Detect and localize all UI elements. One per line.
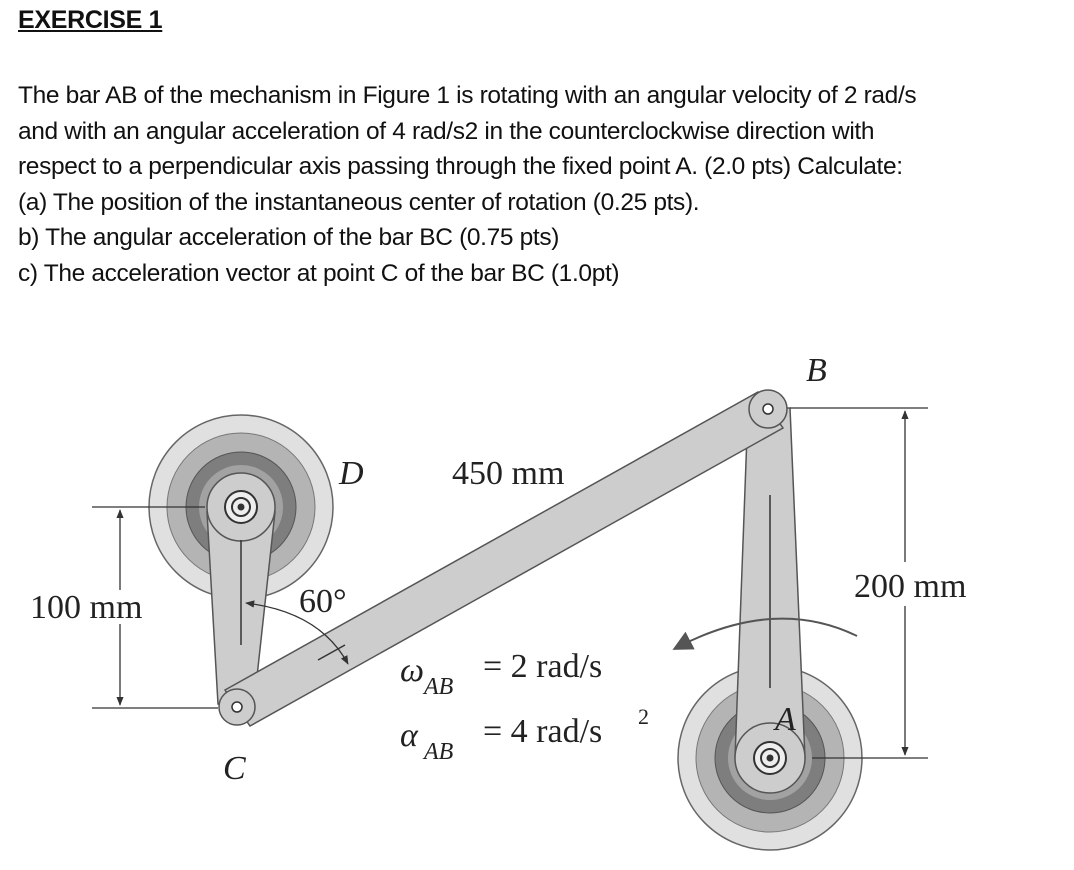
bar-bc	[218, 389, 788, 727]
dimension-left	[92, 506, 218, 709]
problem-line: c) The acceleration vector at point C of…	[18, 259, 620, 287]
omega-subscript: AB	[422, 674, 454, 700]
label-angle-60: 60°	[299, 583, 347, 620]
label-450mm: 450 mm	[452, 455, 564, 492]
pin-a	[753, 741, 787, 775]
problem-line: The bar AB of the mechanism in Figure 1 …	[18, 82, 917, 109]
omega-value: = 2 rad/s	[483, 648, 602, 685]
problem-line: b) The angular acceleration of the bar B…	[18, 224, 560, 251]
label-200mm: 200 mm	[854, 568, 966, 605]
exercise-heading: EXERCISE 1	[18, 6, 163, 34]
alpha-symbol: α	[400, 717, 419, 754]
label-b: B	[806, 352, 827, 389]
alpha-subscript: AB	[422, 739, 454, 765]
rotation-arrow-icon	[672, 617, 858, 650]
omega-symbol: ω	[400, 652, 424, 689]
label-a: A	[773, 701, 796, 738]
alpha-superscript: 2	[638, 704, 649, 729]
problem-line: (a) The position of the instantaneous ce…	[18, 188, 700, 216]
problem-line: respect to a perpendicular axis passing …	[18, 153, 903, 180]
label-d: D	[338, 455, 364, 492]
pin-c	[231, 701, 243, 713]
label-c: C	[223, 750, 246, 787]
problem-line: and with an angular acceleration of 4 ra…	[18, 117, 875, 145]
pin-d	[224, 490, 258, 524]
angle-arc	[245, 600, 349, 665]
dimension-right	[790, 407, 928, 759]
problem-statement: The bar AB of the mechanism in Figure 1 …	[18, 78, 1058, 291]
alpha-value: = 4 rad/s	[483, 713, 602, 750]
label-100mm: 100 mm	[30, 589, 142, 626]
pin-b	[762, 403, 774, 415]
